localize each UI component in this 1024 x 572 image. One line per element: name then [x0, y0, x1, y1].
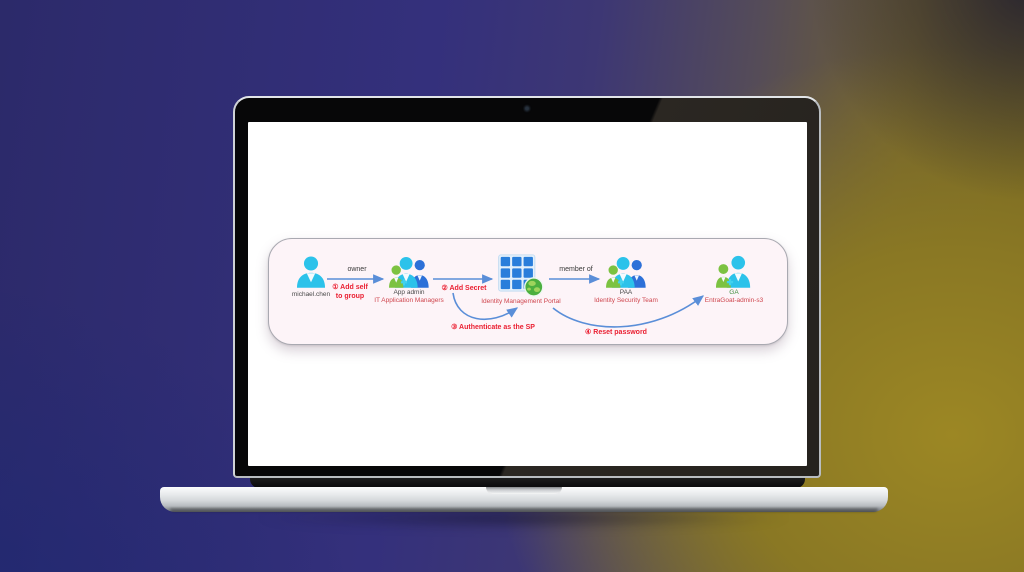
- laptop-screen: michael.chen: [248, 122, 807, 466]
- node-label: Identity Security Team: [594, 297, 658, 305]
- webcam-dot-icon: [524, 106, 530, 111]
- node-identity-security-team: PAA Identity Security Team: [566, 255, 686, 306]
- node-label: Identity Management Portal: [481, 298, 561, 305]
- reset-password-curve-arrow: [552, 295, 705, 328]
- node-role: App admin: [393, 289, 425, 296]
- user-group-icon: [349, 255, 469, 289]
- admin-person-icon: [674, 254, 794, 289]
- step-1-line-1: ① Add self: [332, 284, 368, 291]
- node-role: PAA: [619, 289, 633, 296]
- authenticate-curve-arrow: [452, 292, 519, 321]
- step-4-reset-password: ④ Reset password: [585, 329, 647, 336]
- node-label: EntraGoat-admin-s3: [704, 297, 764, 305]
- arrow-edges-layer: [327, 274, 705, 328]
- laptop-base: [160, 487, 888, 512]
- node-it-application-managers: App admin IT Application Managers: [349, 255, 469, 306]
- edge-label-member-of: member of: [559, 266, 593, 273]
- laptop-lid-notch: [486, 487, 562, 494]
- node-label: michael.chen: [291, 291, 331, 298]
- laptop-screen-bezel: michael.chen: [233, 96, 821, 478]
- edge-label-owner: owner: [347, 266, 367, 273]
- step-3-authenticate-as-sp: ③ Authenticate as the SP: [451, 324, 535, 331]
- laptop-base-edge: [170, 508, 878, 512]
- node-michael-chen: michael.chen: [251, 254, 371, 299]
- node-identity-management-portal: Identity Management Portal: [461, 253, 581, 306]
- app-grid-globe-icon: [461, 253, 581, 297]
- step-2-add-secret: ② Add Secret: [441, 285, 487, 292]
- attack-path-diagram-panel: michael.chen: [268, 238, 788, 345]
- step-1-add-self-to-group: ① Add self to group: [332, 283, 368, 302]
- node-entragoat-admin: GA EntraGoat-admin-s3: [674, 254, 794, 306]
- step-1-line-2: to group: [335, 293, 365, 301]
- user-group-icon: [566, 255, 686, 289]
- node-label: IT Application Managers: [374, 297, 444, 305]
- laptop-hinge: [250, 477, 805, 488]
- node-role: GA: [729, 289, 739, 296]
- person-icon: [251, 254, 371, 289]
